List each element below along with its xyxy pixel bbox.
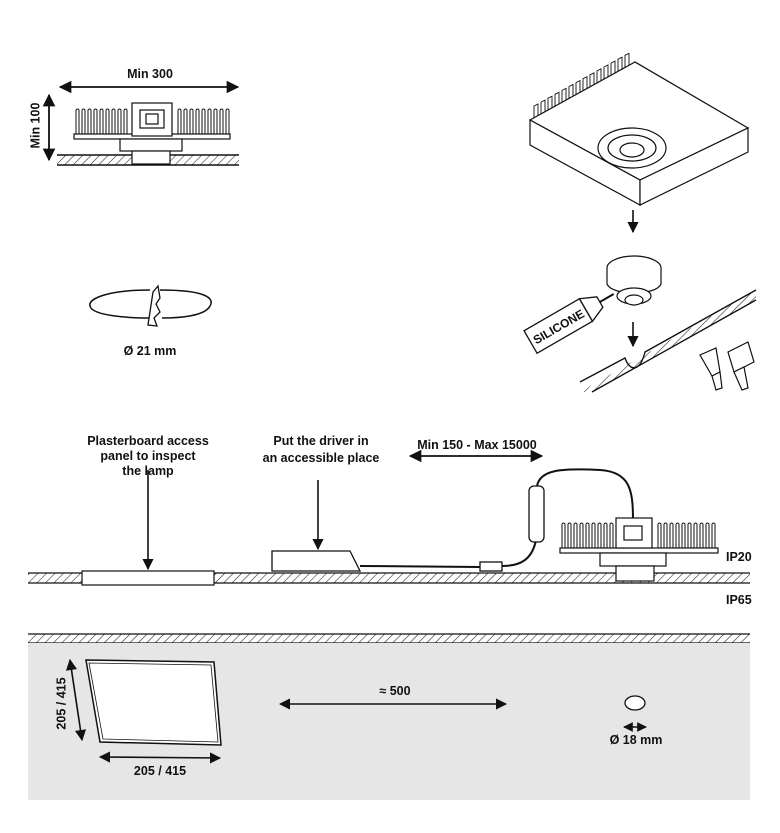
heatsink-fin <box>617 56 623 72</box>
heatsink-fin <box>123 108 128 134</box>
ceiling-underside <box>28 633 750 800</box>
heatsink-fin <box>225 108 230 134</box>
heatsink-fin <box>597 522 602 548</box>
heatsink-fin <box>669 522 674 548</box>
heatsink-fin <box>603 522 608 548</box>
heatsink-fin <box>540 99 546 115</box>
driver-label-line2: an accessible place <box>262 451 380 465</box>
heatsink-fin <box>624 52 630 68</box>
heatsink-fin <box>547 95 553 111</box>
heatsink-fin <box>567 522 572 548</box>
heatsink-fin <box>99 108 104 134</box>
lamp-box-isometric <box>528 52 750 234</box>
ip20-label: IP20 <box>726 550 752 564</box>
ip65-label: IP65 <box>726 593 752 607</box>
heatsink-fin <box>111 108 116 134</box>
saw-cut-icon <box>147 284 161 327</box>
heatsink-fin <box>681 522 686 548</box>
heatsink-fin <box>603 64 609 79</box>
access-panel-label-line1: Plasterboard access <box>87 434 209 448</box>
heatsink-fin <box>117 108 122 134</box>
hole-diameter-label: Ø 21 mm <box>123 344 177 358</box>
heatsink-fin <box>213 108 218 134</box>
clearance-detail <box>42 80 240 166</box>
heatsink-fin <box>687 522 692 548</box>
heatsink-fin <box>219 108 224 134</box>
cable-connector-icon <box>479 561 503 572</box>
heatsink-fin <box>675 522 680 548</box>
heatsink-fin <box>533 103 539 118</box>
heatsink-fin <box>561 522 566 548</box>
heatsink-fin <box>609 522 614 548</box>
lens-hole <box>624 695 646 711</box>
heatsink-fin <box>657 522 662 548</box>
min-width-label: Min 300 <box>127 67 173 81</box>
heatsink-fin <box>705 522 710 548</box>
heatsink-fin <box>579 522 584 548</box>
heatsink-lamp-icon <box>559 517 719 582</box>
heatsink-fin <box>561 87 567 103</box>
heatsink-fin <box>75 108 80 134</box>
panel-width-label: 205 / 415 <box>133 764 187 778</box>
heatsink-fin <box>610 60 616 76</box>
heatsink-fin <box>596 68 602 83</box>
heatsink-fin <box>575 79 581 95</box>
heatsink-fin <box>105 108 110 134</box>
heatsink-fin <box>568 83 574 99</box>
silicone-tube-icon: SILICONE <box>523 293 615 355</box>
heatsink-fin <box>93 108 98 134</box>
access-panel-label-line2: panel to inspect <box>100 449 196 463</box>
lamp-body-icon <box>606 255 662 306</box>
heatsink-fin <box>711 522 716 548</box>
heatsink-fin <box>699 522 704 548</box>
heatsink-fin <box>183 108 188 134</box>
cable-junction <box>528 485 545 543</box>
heatsink-fin <box>554 91 560 107</box>
access-panel <box>85 659 222 746</box>
heatsink-fin <box>591 522 596 548</box>
heatsink-fin <box>81 108 86 134</box>
heatsink-fin <box>693 522 698 548</box>
silicone-step: SILICONE <box>523 255 757 393</box>
installation-section <box>28 449 750 586</box>
min-height-label: Min 100 <box>28 102 43 149</box>
heatsink-fin <box>87 108 92 134</box>
spacing-label: ≈ 500 <box>379 684 411 698</box>
heatsink-fin <box>582 75 588 91</box>
putty-knife-icon <box>699 347 723 391</box>
heatsink-lamp-icon <box>73 102 231 165</box>
panel-height-label: 205 / 415 <box>54 677 69 730</box>
heatsink-fin <box>573 522 578 548</box>
heatsink-fin <box>189 108 194 134</box>
access-panel-label-line3: the lamp <box>122 464 174 478</box>
cable-length-label: Min 150 - Max 15000 <box>417 438 537 452</box>
driver-label-line1: Put the driver in <box>273 434 369 448</box>
heatsink-fin <box>201 108 206 134</box>
heatsink-fin <box>177 108 182 134</box>
heatsink-fin <box>663 522 668 548</box>
hole-cut-detail <box>89 284 212 327</box>
heatsink-fin <box>207 108 212 134</box>
paint-brush-icon <box>727 341 755 391</box>
heatsink-fin <box>585 522 590 548</box>
access-panel-opening <box>81 570 215 586</box>
heatsink-fin <box>195 108 200 134</box>
driver-box-icon <box>271 550 362 572</box>
heatsink-fin <box>589 72 595 87</box>
lens-diameter-label: Ø 18 mm <box>609 733 663 747</box>
